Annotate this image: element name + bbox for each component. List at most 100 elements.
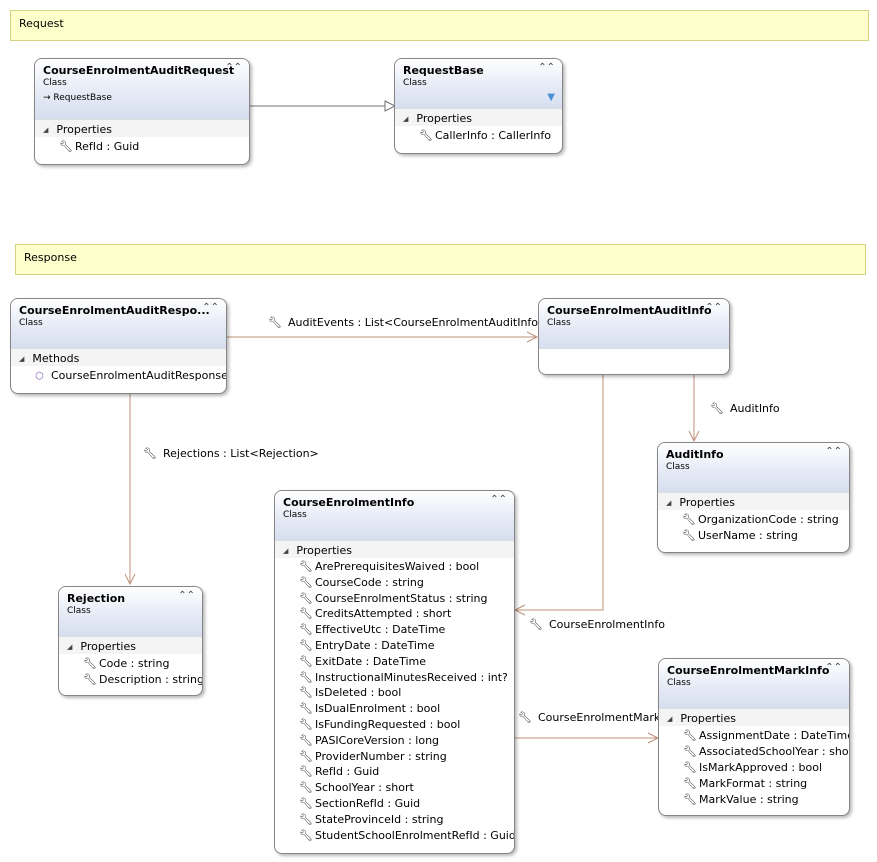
class-rejection[interactable]: Rejection Class ⌃⌃ ◢Properties 🔧︎Code : … (58, 586, 203, 696)
class-course-enrolment-audit-request[interactable]: CourseEnrolmentAuditRequest Class → Requ… (34, 58, 250, 165)
property-item[interactable]: 🔧︎IsMarkApproved : bool (659, 760, 849, 776)
base-class: → RequestBase (43, 93, 241, 103)
collapse-icon[interactable]: ⌃⌃ (825, 662, 842, 673)
audit-events-text: AuditEvents : List<CourseEnrolmentAuditI… (287, 316, 548, 329)
class-audit-info[interactable]: AuditInfo Class ⌃⌃ ◢Properties 🔧︎Organiz… (657, 442, 850, 553)
note-response-label: Response (24, 251, 77, 264)
property-item[interactable]: 🔧︎OrganizationCode : string (658, 512, 849, 528)
expand-triangle-icon[interactable]: ◢ (403, 115, 409, 123)
property-item[interactable]: 🔧︎AssociatedSchoolYear : short (659, 744, 849, 760)
property-text: CourseCode : string (315, 575, 424, 589)
rejections-label: 🔧︎Rejections : List<Rejection> (143, 447, 319, 460)
class-type: Class (43, 78, 67, 88)
expand-triangle-icon[interactable]: ◢ (43, 126, 49, 134)
class-name: CourseEnrolmentAuditInfo (547, 304, 712, 317)
class-course-enrolment-audit-info[interactable]: CourseEnrolmentAuditInfo Class ⌃⌃ (538, 298, 730, 375)
property-item[interactable]: 🔧︎UserName : string (658, 528, 849, 544)
property-text: OrganizationCode : string (698, 513, 839, 526)
class-course-enrolment-audit-response[interactable]: CourseEnrolmentAuditRespo... Class ⌃⌃ ◢M… (10, 298, 227, 394)
collapse-icon[interactable]: ⌃⌃ (225, 62, 242, 73)
wrench-icon: 🔧︎ (299, 591, 313, 605)
wrench-icon: 🔧︎ (299, 733, 313, 747)
property-item[interactable]: 🔧︎IsFundingRequested : bool (275, 717, 514, 733)
base-class-name: RequestBase (53, 93, 112, 103)
section-header[interactable]: ◢ Properties (59, 636, 202, 654)
section-title: Properties (80, 640, 136, 653)
property-item[interactable]: 🔧︎EffectiveUtc : DateTime (275, 622, 514, 638)
property-item[interactable]: 🔧︎ExitDate : DateTime (275, 654, 514, 670)
class-course-enrolment-mark-info[interactable]: CourseEnrolmentMarkInfo Class ⌃⌃ ◢Proper… (658, 658, 850, 816)
property-item[interactable]: 🔧︎RefId : Guid (35, 139, 249, 155)
class-type: Class (666, 462, 690, 472)
collapse-icon[interactable]: ⌃⌃ (825, 446, 842, 457)
section-header[interactable]: ◢Properties (658, 492, 849, 510)
class-request-base[interactable]: RequestBase Class ⌃⌃ ▼ ◢Properties 🔧︎Cal… (394, 58, 563, 154)
property-item[interactable]: 🔧︎PASICoreVersion : long (275, 733, 514, 749)
wrench-icon: 🔧︎ (683, 745, 697, 758)
expand-triangle-icon[interactable]: ◢ (667, 715, 673, 723)
wrench-icon: 🔧︎ (683, 761, 697, 774)
note-response: Response (15, 244, 866, 275)
wrench-icon: 🔧︎ (299, 702, 313, 716)
class-name: CourseEnrolmentMarkInfo (667, 664, 830, 677)
property-text: SectionRefId : Guid (315, 796, 421, 810)
property-item[interactable]: 🔧︎CallerInfo : CallerInfo (395, 128, 562, 144)
property-item[interactable]: 🔧︎RefId : Guid (275, 764, 514, 780)
property-item[interactable]: 🔧︎ProviderNumber : string (275, 749, 514, 765)
property-item[interactable]: 🔧︎InstructionalMinutesReceived : int? (275, 670, 514, 686)
collapse-icon[interactable]: ⌃⌃ (490, 494, 507, 505)
filter-funnel-icon[interactable]: ▼ (547, 92, 555, 103)
section-header[interactable]: ◢Methods (11, 348, 226, 366)
collapse-icon[interactable]: ⌃⌃ (705, 302, 722, 313)
property-item[interactable]: 🔧︎SchoolYear : short (275, 780, 514, 796)
property-text: MarkFormat : string (699, 777, 808, 790)
property-item[interactable]: 🔧︎Code : string (59, 656, 202, 672)
property-text: IsFundingRequested : bool (315, 717, 461, 731)
property-item[interactable]: 🔧︎Description : string (59, 672, 202, 688)
collapse-icon[interactable]: ⌃⌃ (202, 302, 219, 313)
expand-triangle-icon[interactable]: ◢ (283, 547, 289, 555)
expand-triangle-icon[interactable]: ◢ (19, 355, 25, 363)
collapse-icon[interactable]: ⌃⌃ (538, 62, 555, 73)
property-item[interactable]: 🔧︎CourseEnrolmentStatus : string (275, 591, 514, 607)
expand-triangle-icon[interactable]: ◢ (67, 643, 73, 651)
empty-compartment (539, 348, 729, 374)
wrench-icon: 🔧︎ (299, 607, 313, 621)
class-type: Class (667, 678, 691, 688)
property-text: CreditsAttempted : short (315, 607, 452, 621)
property-item[interactable]: 🔧︎IsDualEnrolment : bool (275, 701, 514, 717)
class-type: Class (19, 318, 43, 328)
property-text: StudentSchoolEnrolmentRefId : Guid (315, 828, 515, 842)
property-item[interactable]: 🔧︎IsDeleted : bool (275, 685, 514, 701)
property-text: AssociatedSchoolYear : short (699, 745, 850, 758)
property-item[interactable]: 🔧︎CourseCode : string (275, 575, 514, 591)
property-item[interactable]: 🔧︎SectionRefId : Guid (275, 796, 514, 812)
property-item[interactable]: 🔧︎MarkValue : string (659, 792, 849, 808)
wrench-icon: 🔧︎ (268, 316, 282, 329)
section-header[interactable]: ◢Properties (659, 708, 849, 726)
wrench-icon: 🔧︎ (299, 812, 313, 826)
property-item[interactable]: 🔧︎MarkFormat : string (659, 776, 849, 792)
section-header[interactable]: ◢Properties (395, 108, 562, 126)
inherit-arrow-icon: → (43, 93, 51, 103)
wrench-icon: 🔧︎ (518, 711, 532, 724)
collapse-icon[interactable]: ⌃⌃ (178, 590, 195, 601)
wrench-icon: 🔧︎ (299, 796, 313, 810)
section-header[interactable]: ◢Properties (275, 540, 514, 558)
property-item[interactable]: 🔧︎StudentSchoolEnrolmentRefId : Guid (275, 828, 514, 844)
property-item[interactable]: 🔧︎EntryDate : DateTime (275, 638, 514, 654)
course-enrolment-info-text: CourseEnrolmentInfo (548, 618, 665, 631)
property-item[interactable]: 🔧︎CreditsAttempted : short (275, 606, 514, 622)
class-course-enrolment-info[interactable]: CourseEnrolmentInfo Class ⌃⌃ ◢Properties… (274, 490, 515, 854)
class-name: Rejection (67, 592, 126, 605)
wrench-icon: 🔧︎ (682, 529, 696, 542)
wrench-icon: 🔧︎ (59, 140, 73, 153)
expand-triangle-icon[interactable]: ◢ (666, 499, 672, 507)
method-item[interactable]: ⬡CourseEnrolmentAuditResponse() (11, 368, 226, 384)
property-item[interactable]: 🔧︎AssignmentDate : DateTime (659, 728, 849, 744)
wrench-icon: 🔧︎ (299, 623, 313, 637)
property-item[interactable]: 🔧︎StateProvinceId : string (275, 812, 514, 828)
property-item[interactable]: 🔧︎ArePrerequisitesWaived : bool (275, 559, 514, 575)
section-header[interactable]: ◢Properties (35, 119, 249, 137)
